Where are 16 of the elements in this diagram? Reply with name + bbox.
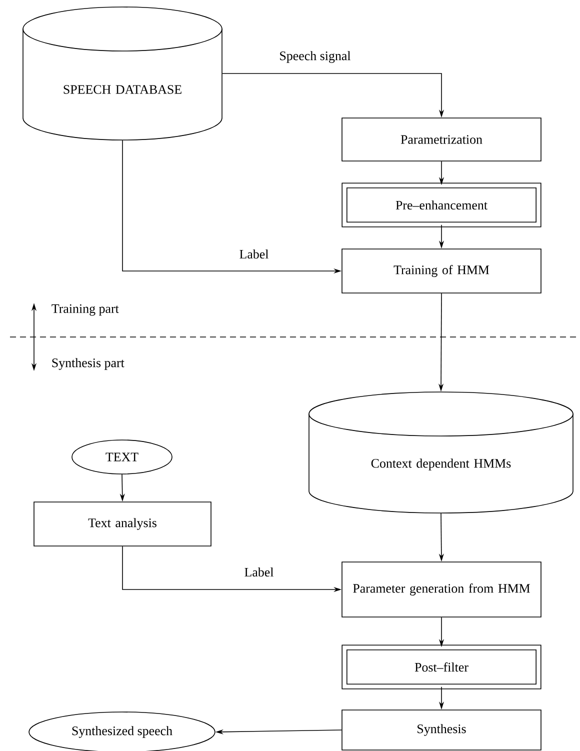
node-label: Context dependent HMMs: [371, 458, 511, 470]
section-label: Synthesis part: [52, 358, 124, 370]
double-box: Pre–enhancement: [342, 182, 542, 228]
double-box: Post–filter: [342, 644, 542, 690]
process-box: Training of HMM: [342, 248, 542, 294]
node-label: SPEECH DATABASE: [64, 85, 182, 94]
edge-label: Label: [238, 248, 270, 260]
process-box: Text analysis: [34, 502, 212, 546]
edge-label: Label: [243, 566, 275, 578]
process-box: Parameter generation from HMM: [342, 562, 542, 618]
section-label: Training part: [52, 304, 119, 316]
database-cylinder: Context dependent HMMs: [308, 392, 574, 514]
edge-label: Speech signal: [278, 50, 352, 64]
process-box: Synthesis: [342, 710, 542, 750]
process-box: Parametrization: [342, 118, 542, 162]
database-cylinder: SPEECH DATABASE: [22, 6, 222, 140]
